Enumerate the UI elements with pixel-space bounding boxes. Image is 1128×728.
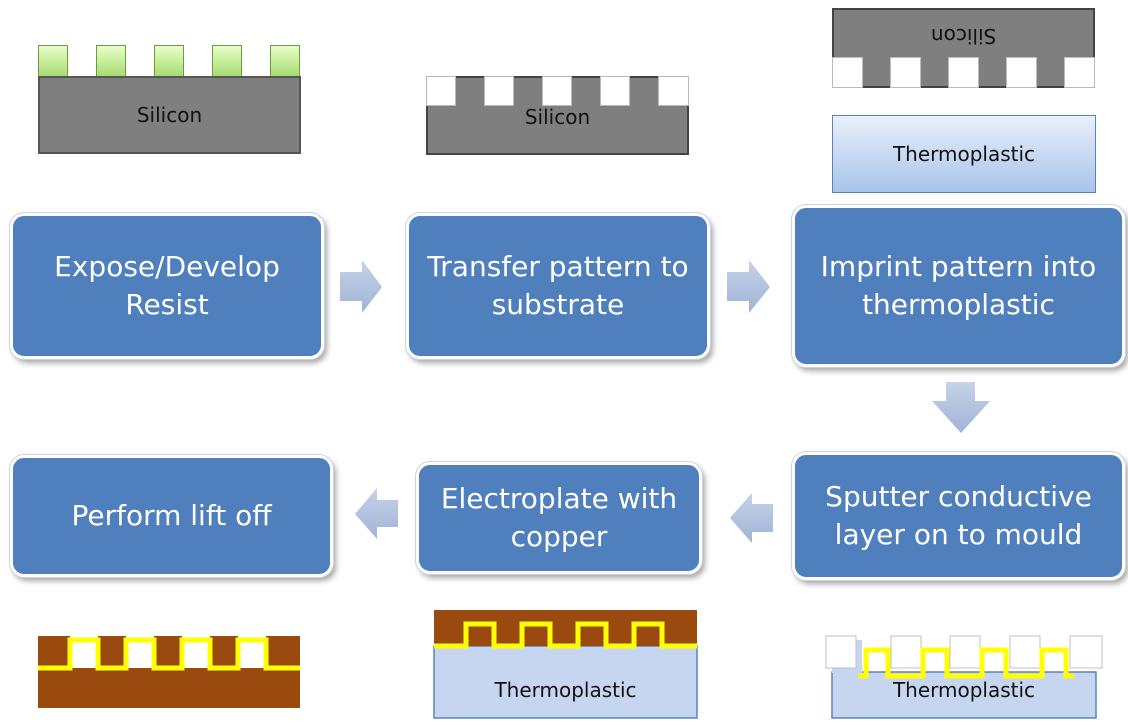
- thermoplastic-label: Thermoplastic: [892, 678, 1036, 702]
- step-imprint-pattern: Imprint pattern into thermoplastic: [792, 205, 1125, 367]
- thermoplastic-label-wrap: Thermoplastic: [832, 670, 1096, 710]
- thermoplastic-block: [433, 645, 698, 719]
- sputtered-mould-illustration: [825, 635, 1103, 719]
- step-label: Expose/Develop Resist: [54, 250, 280, 321]
- thermoplastic-block: [831, 671, 1097, 719]
- arrow-right-icon: [727, 260, 770, 313]
- silicon-tooth: [832, 57, 863, 88]
- resist-block: [38, 45, 68, 77]
- silicon-tooth: [1009, 635, 1041, 669]
- step-expose-develop-resist: Expose/Develop Resist: [10, 213, 324, 359]
- arrow-down-icon: [932, 382, 990, 433]
- silicon-tooth: [658, 76, 689, 106]
- arrow-left-icon: [730, 493, 773, 543]
- step-label: Perform lift off: [71, 499, 272, 532]
- electroplated-copper-illustration: [433, 610, 698, 719]
- silicon-tooth: [1006, 57, 1037, 88]
- arrow-left-icon: [355, 488, 398, 539]
- silicon-tooth: [890, 635, 922, 669]
- step-label: Sputter conductive layer on to mould: [825, 480, 1092, 551]
- resist-block: [96, 45, 126, 77]
- silicon-tooth: [1069, 635, 1103, 669]
- thermoplastic-block: Thermoplastic: [832, 115, 1096, 193]
- step-sputter-conductive-layer: Sputter conductive layer on to mould: [792, 452, 1125, 580]
- silicon-label: Silicon: [136, 103, 203, 127]
- silicon-tooth: [948, 57, 979, 88]
- resist-block: [212, 45, 242, 77]
- silicon-substrate: Silicon: [38, 76, 301, 154]
- step-label: Transfer pattern to substrate: [427, 250, 689, 321]
- silicon-label-wrap: Silicon: [426, 100, 689, 134]
- step-label: Imprint pattern into thermoplastic: [820, 250, 1097, 321]
- thermoplastic-label-wrap: Thermoplastic: [434, 670, 697, 710]
- silicon-tooth: [600, 76, 630, 106]
- silicon-tooth: [1064, 57, 1095, 88]
- step-transfer-pattern: Transfer pattern to substrate: [406, 213, 710, 359]
- silicon-tooth: [890, 57, 921, 88]
- silicon-tooth: [825, 635, 857, 669]
- lifted-copper-illustration: [38, 636, 300, 708]
- thermoplastic-label: Thermoplastic: [494, 678, 637, 702]
- copper-part: [38, 636, 300, 708]
- silicon-tooth: [542, 76, 572, 106]
- silicon-tooth: [484, 76, 514, 106]
- silicon-tooth: [426, 76, 456, 106]
- silicon-label: Silicon: [524, 105, 591, 129]
- copper-fill: [434, 610, 697, 646]
- thermoplastic-label: Thermoplastic: [892, 142, 1036, 166]
- conductive-layer: [434, 621, 697, 649]
- conductive-layer: [38, 637, 300, 671]
- step-electroplate-copper: Electroplate with copper: [416, 462, 702, 574]
- arrow-right-icon: [340, 260, 382, 313]
- silicon-tooth: [949, 635, 981, 669]
- conductive-layer: [858, 647, 1074, 679]
- step-label: Electroplate with copper: [440, 482, 678, 553]
- step-perform-lift-off: Perform lift off: [10, 455, 333, 577]
